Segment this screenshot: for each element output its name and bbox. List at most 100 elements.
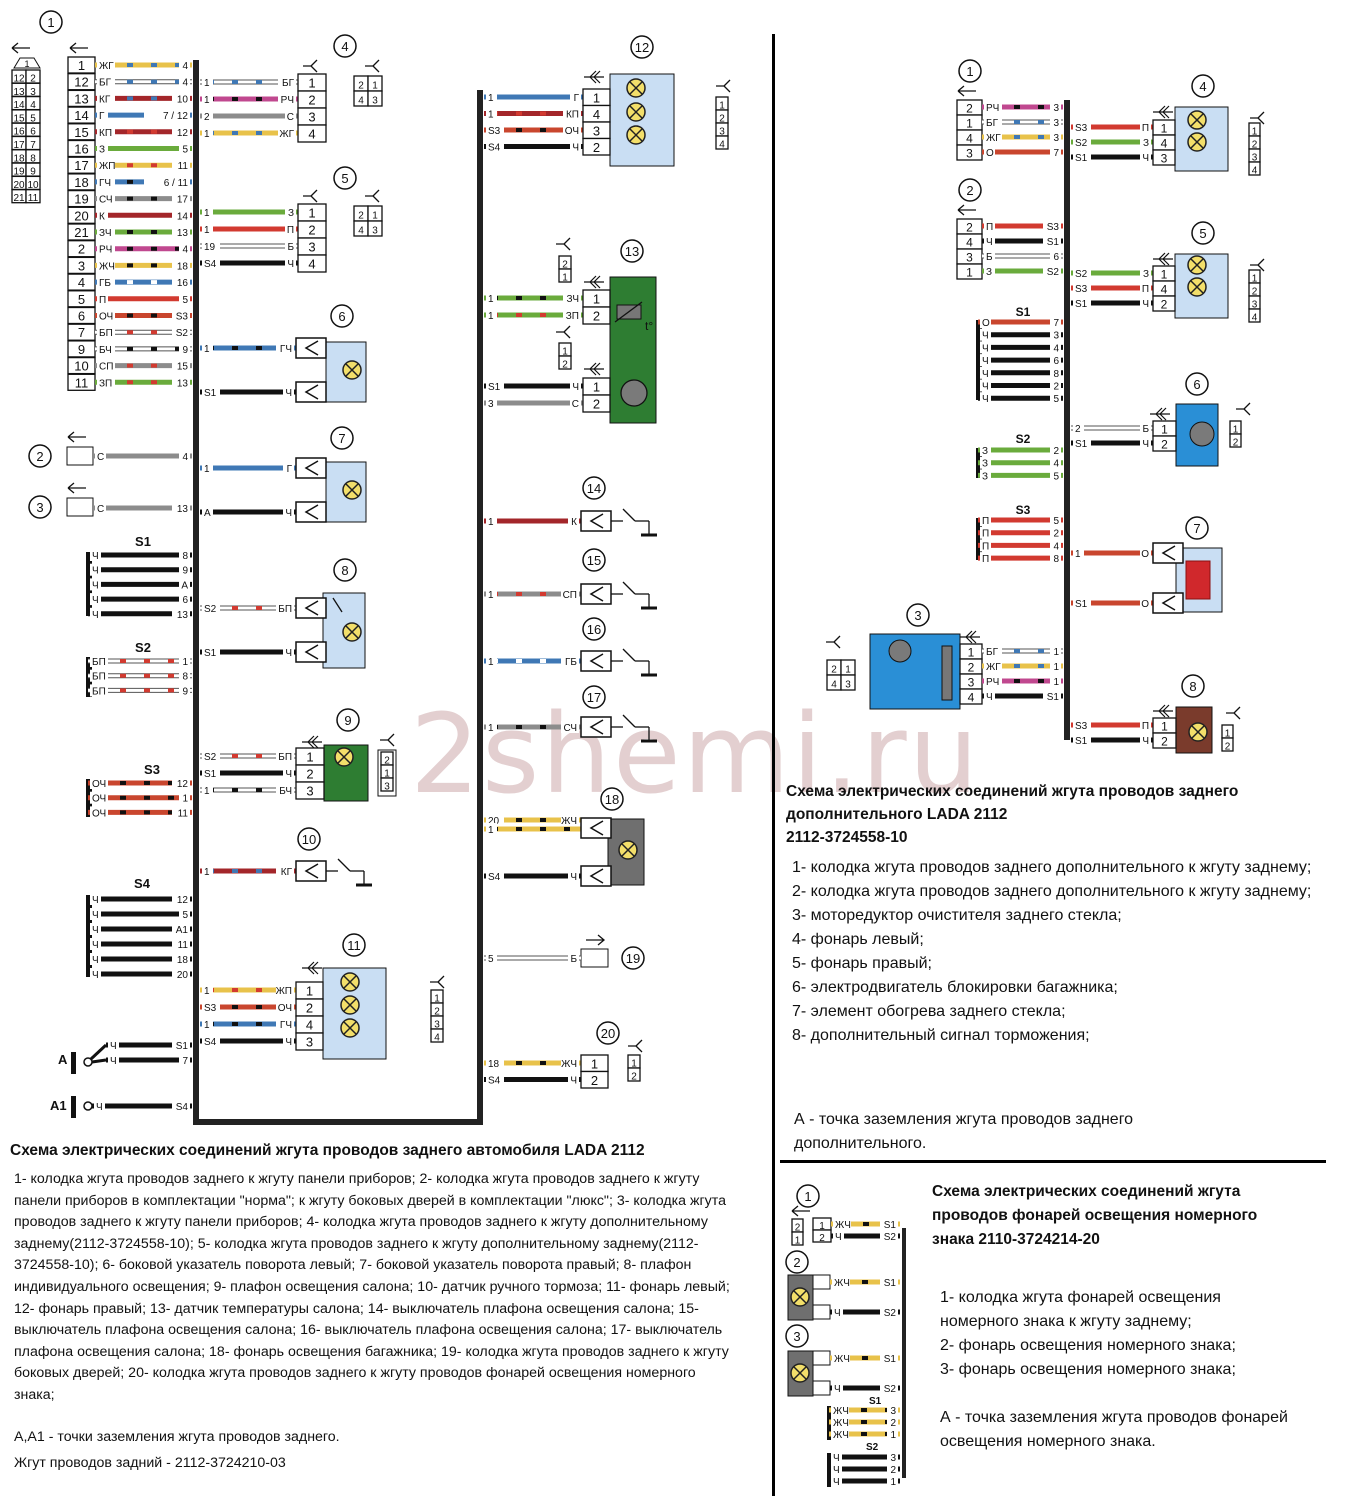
callout-15 <box>582 548 606 572</box>
pin-number: 14 <box>74 108 88 123</box>
legend-item: 8- дополнительный сигнал торможения; <box>792 1027 1090 1044</box>
wire-end-label: 1 <box>204 867 210 878</box>
pin-number: 18 <box>13 153 25 164</box>
pin-number: 1 <box>593 292 600 307</box>
wire-end-label: 3 <box>1053 331 1059 342</box>
wire-label-bg <box>202 865 213 877</box>
pin-number: 2 <box>1233 438 1239 449</box>
wire-label-bg <box>561 814 579 826</box>
wire-end-label: S1 <box>204 769 217 780</box>
wire-end-label: 4 <box>182 245 188 256</box>
pin-number: 2 <box>831 665 837 676</box>
wire-end-label: КГ <box>99 94 111 105</box>
wire-end-label: S1 <box>1075 439 1088 450</box>
right-callout-1 <box>958 59 982 83</box>
connector-20-face-pin <box>627 1067 641 1082</box>
wire-label-bg <box>202 784 213 796</box>
wire-end-label: Ч <box>986 237 993 248</box>
wire-end-label: 12 <box>177 779 189 790</box>
pin-number: 2 <box>593 397 600 412</box>
legend-item: 1- колодка жгута проводов заднего дополн… <box>792 859 1312 876</box>
wire-end-label: Ч <box>92 610 99 621</box>
wire-label-bg <box>568 515 579 527</box>
pin-number: 16 <box>74 142 88 157</box>
plug-symbol-icon <box>556 237 571 251</box>
socket-glyph <box>589 653 604 669</box>
wire-end-label: S4 <box>488 1076 501 1087</box>
wire-label-bg <box>172 376 190 389</box>
wire-label-bg <box>980 328 991 341</box>
wire-label-bg <box>1140 282 1151 294</box>
connector-1-face-top <box>13 57 41 69</box>
right-connector-6-face-pin <box>1229 433 1242 448</box>
wire-label-bg <box>1073 437 1091 449</box>
wire-label-bg <box>880 1230 898 1242</box>
callout-9 <box>336 708 360 732</box>
wire-label-bg <box>276 750 294 762</box>
wire-label-bg <box>570 380 581 392</box>
wire-label-bg <box>202 750 220 762</box>
wire-label-bg <box>144 175 190 188</box>
wire-end-label: S4 <box>176 1102 189 1113</box>
socket-icon <box>580 716 612 738</box>
wire-label-bg <box>1050 131 1061 143</box>
right-connector-5-face-pin <box>1248 308 1261 323</box>
wire-label-bg <box>831 1416 849 1428</box>
connector-4-pin <box>297 124 327 143</box>
wire-label-bg <box>980 539 991 552</box>
wire-label-bg <box>984 675 1002 687</box>
socket-icon <box>295 860 327 882</box>
socket-glyph <box>304 644 319 660</box>
pin-number: 2 <box>562 360 568 371</box>
wire-end-label: Ч <box>1142 153 1149 164</box>
pin-number: 2 <box>562 260 568 271</box>
wire-end-label: ОЧ <box>92 779 106 790</box>
wire-label-bg <box>1043 235 1061 247</box>
wire-label-bg <box>95 502 106 514</box>
wire-label-bg <box>1140 151 1151 163</box>
wire-label-bg <box>276 784 294 796</box>
callout-6 <box>330 304 354 328</box>
vertical-divider <box>772 34 775 1496</box>
wire-label-bg <box>1140 121 1151 133</box>
wire-end-label: О <box>986 148 994 159</box>
wire-label-bg <box>887 1416 898 1428</box>
wire-end-label: Ч <box>92 940 99 951</box>
wire-end-label: ЖГ <box>986 133 1001 144</box>
pin-number: 4 <box>308 127 315 142</box>
wire-label-bg <box>97 242 115 255</box>
right-diagram-title: Схема электрических соединений жгута про… <box>786 780 1346 849</box>
wire-label-bg <box>172 192 190 205</box>
pin-number: 3 <box>1161 152 1168 166</box>
wire-end-label: S1 <box>1075 599 1088 610</box>
socket-glyph <box>589 719 604 735</box>
ground-A1-point <box>83 1101 93 1111</box>
wire-end-label: ЖГ <box>279 129 294 140</box>
wire-label-bg <box>202 1001 220 1013</box>
wire-end-label: 15 <box>177 362 189 373</box>
wire-label-bg <box>1140 719 1151 731</box>
arrow-left-icon <box>791 1205 810 1217</box>
plate-diagram-title: Схема электрических соединений жгута про… <box>932 1180 1352 1252</box>
socket-glyph <box>304 460 319 476</box>
wire-label-bg <box>880 1352 898 1364</box>
wire-end-label: S1 <box>176 1041 189 1052</box>
wire-label-bg <box>172 607 190 620</box>
wire-label-bg <box>980 366 991 379</box>
right-callout-2 <box>958 178 982 202</box>
wire-end-label: ЖЧ <box>99 261 115 272</box>
wire-end-label: Ч <box>833 1453 840 1464</box>
pin-number: 2 <box>593 309 600 324</box>
socket-icon <box>580 583 612 605</box>
wire-label-bg <box>172 1039 190 1051</box>
wire-end-label: 3 <box>488 399 494 410</box>
wire-end-label: ГБ <box>99 278 111 289</box>
wire-end-label: S2 <box>884 1232 897 1243</box>
wire-end-label: 1 <box>204 129 210 140</box>
pin-number: 18 <box>74 175 88 190</box>
wire-label-bg <box>172 92 190 105</box>
wire-end-label: Ч <box>570 872 577 883</box>
wire-end-label: 6 <box>182 595 188 606</box>
right-connector-3-face-pin <box>840 674 856 691</box>
pin-number: 2 <box>384 756 390 767</box>
